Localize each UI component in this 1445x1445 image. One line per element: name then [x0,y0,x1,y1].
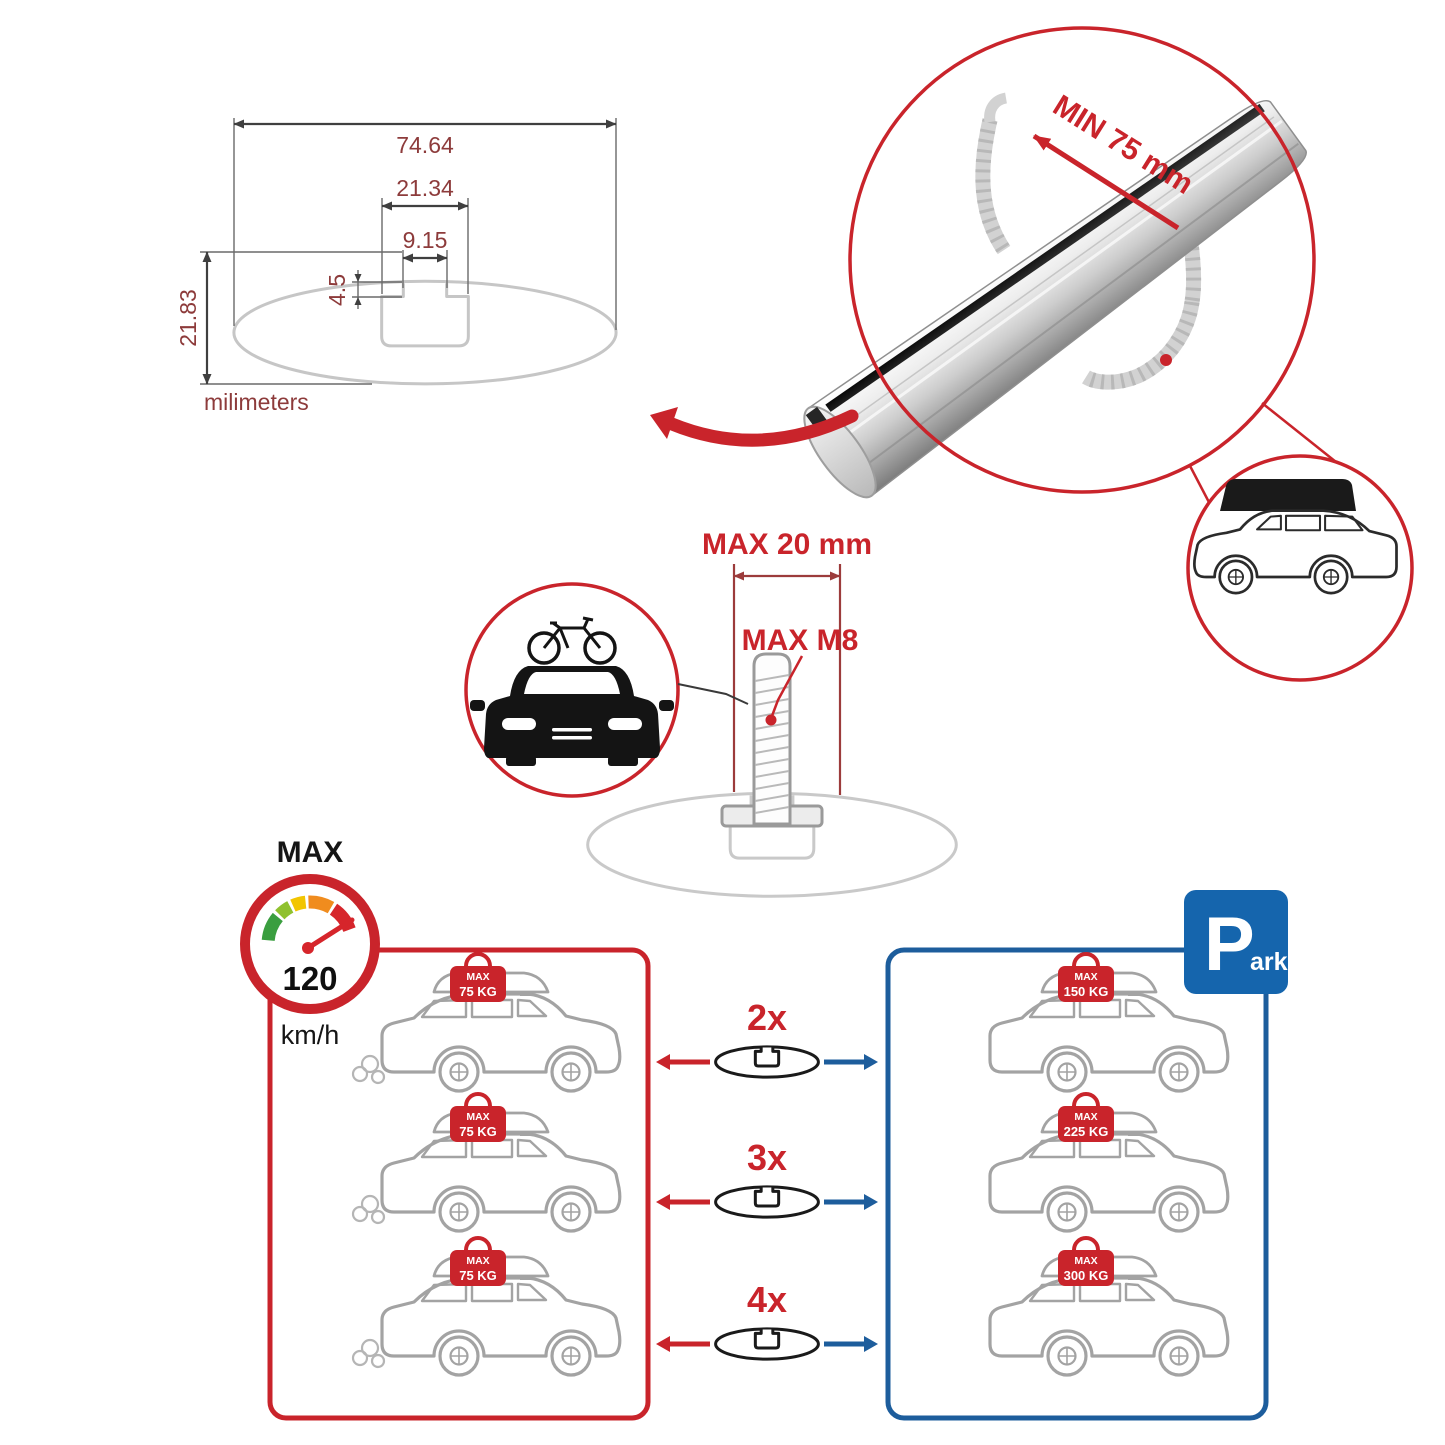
load-badge: MAX 150 KG [1058,952,1114,1002]
zoom-arrow [650,407,859,447]
badge-max: MAX [466,1255,489,1267]
badge-weight: 75 KG [459,1124,497,1139]
multiplier-row: 4x [656,1279,878,1361]
arrowhead [656,1054,670,1070]
multiplier-label: 3x [747,1137,787,1178]
parked-car-row: MAX 150 KG [988,952,1230,1093]
bolt-diagram: MAX 20 mm MAX M8 [464,528,956,896]
vehicle-callout-circle [1186,454,1414,682]
crossbar-detail-callout: MIN 75 mm [803,26,1414,682]
badge-max: MAX [1074,971,1097,983]
badge-weight: 150 KG [1064,984,1109,999]
dim-total-height: 21.83 [175,289,201,347]
dim-channel-width: 21.34 [396,175,454,201]
crossbar-profile-icon [714,1186,820,1219]
suv-icon [988,1132,1230,1233]
roof-box-icon [1220,479,1356,511]
load-badge: MAX 300 KG [1058,1236,1114,1286]
bike-rack-callout [464,582,680,798]
arrowhead [864,1054,878,1070]
park-letter: P [1204,902,1255,987]
load-badge: MAX 75 KG [450,1236,506,1286]
speed-value: 120 [282,960,337,997]
multiplier-label: 4x [747,1279,787,1320]
exhaust-puffs [351,1338,386,1369]
suv-icon [380,992,622,1093]
arrowhead [650,407,678,439]
park-rest: ark [1250,948,1288,976]
badge-weight: 225 KG [1064,1124,1109,1139]
multiplier-label: 2x [747,997,787,1038]
leader-dot [765,714,777,726]
suv-icon [988,1276,1230,1377]
suv-icon [380,1132,622,1233]
dim-total-width: 74.64 [396,132,454,158]
speed-unit: km/h [281,1020,340,1050]
min-clearance-arrow [1032,133,1180,231]
parked-panel [885,947,1269,1421]
leader-line [770,655,804,717]
car-front-icon [470,666,674,766]
dim-slot-depth: 4.5 [324,274,350,306]
bolt-icon [752,652,792,826]
units-label: milimeters [204,389,309,415]
load-badge: MAX 75 KG [450,1092,506,1142]
arrowhead [656,1336,670,1352]
crossbar-photo [803,99,1307,499]
badge-weight: 75 KG [459,1268,497,1283]
arrowhead [656,1194,670,1210]
load-badge: MAX 75 KG [450,952,506,1002]
badge-max: MAX [466,1111,489,1123]
pointer-line [677,683,749,705]
suv-icon [988,992,1230,1093]
crossbar-profile-icon [234,281,616,384]
crossbar-profile-icon [714,1046,820,1079]
detail-circle-outline [848,26,1316,494]
crossbar-profile-icon [714,1328,820,1361]
bolt-max-thread-label: MAX M8 [742,624,859,657]
speed-max-label: MAX [277,836,344,869]
driving-car-row: MAX 75 KG [351,952,622,1093]
bicycle-icon [527,616,617,665]
load-comparison: MAX 120 km/h P ark MAX [240,836,1288,1421]
exhaust-puffs [351,1194,386,1225]
parked-car-row: MAX 225 KG [988,1092,1230,1233]
suv-icon [380,1276,622,1377]
parking-sign: P ark [1184,890,1288,994]
needle [305,917,355,951]
exhaust-puffs [351,1054,386,1085]
multiplier-row: 3x [656,1137,878,1219]
badge-weight: 75 KG [459,984,497,999]
callout-line [1187,463,1214,509]
driving-car-row: MAX 75 KG [351,1092,622,1233]
badge-weight: 300 KG [1064,1268,1109,1283]
arrowhead [864,1194,878,1210]
load-badge: MAX 225 KG [1058,1092,1114,1142]
driving-car-row: MAX 75 KG [351,1236,622,1377]
cross-section-diagram: 74.64 21.34 9.15 4.5 21.83 milimeters [175,118,616,415]
bolt-max-length-label: MAX 20 mm [702,528,872,561]
badge-max: MAX [1074,1255,1097,1267]
rubber-strip [825,103,1265,412]
hook-strap-front [1082,300,1200,390]
multiplier-row: 2x [656,997,878,1079]
speedometer-icon: 120 [240,874,380,1014]
arrowhead [354,274,362,282]
driving-panel [267,947,651,1421]
attachment-point-dot [1160,354,1172,366]
parked-car-row: MAX 300 KG [988,1236,1230,1377]
arrowhead [864,1336,878,1352]
badge-max: MAX [1074,1111,1097,1123]
min-clearance-label: MIN 75 mm [1047,89,1199,201]
badge-max: MAX [466,971,489,983]
arrowhead [354,297,362,305]
dim-slot-width: 9.15 [403,227,448,253]
